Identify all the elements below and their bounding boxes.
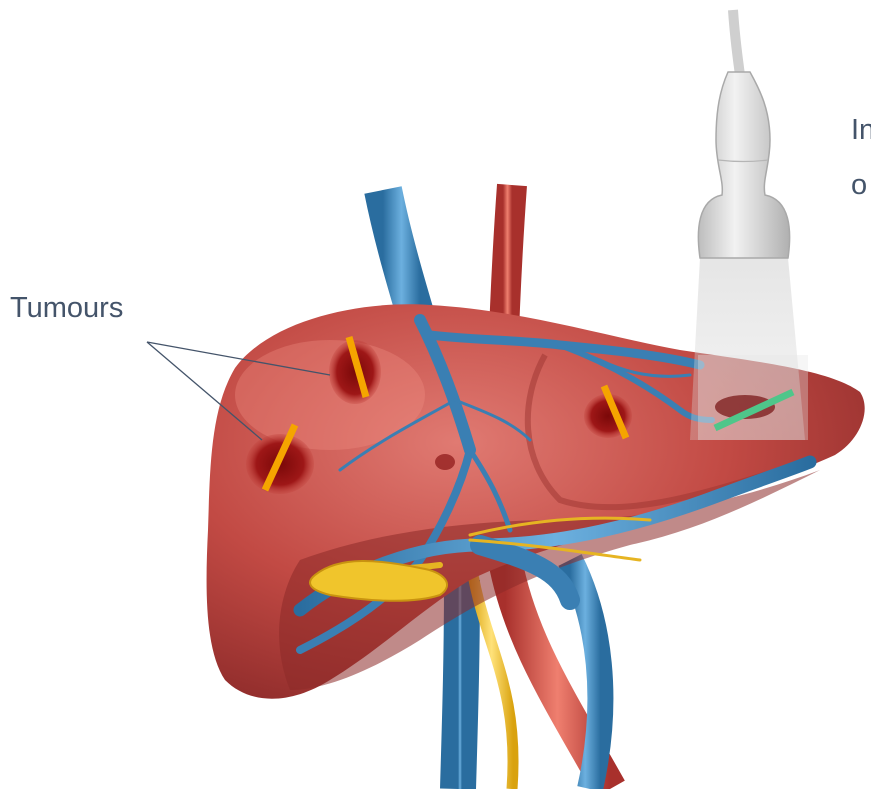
tumours-label: Tumours [10, 292, 123, 325]
ultrasound-probe-icon [698, 72, 789, 258]
tumour-small-center [435, 454, 455, 470]
ultrasound-probe-group [690, 10, 808, 440]
probe-cable [733, 10, 740, 75]
probe-label-partial: In o [851, 103, 871, 213]
